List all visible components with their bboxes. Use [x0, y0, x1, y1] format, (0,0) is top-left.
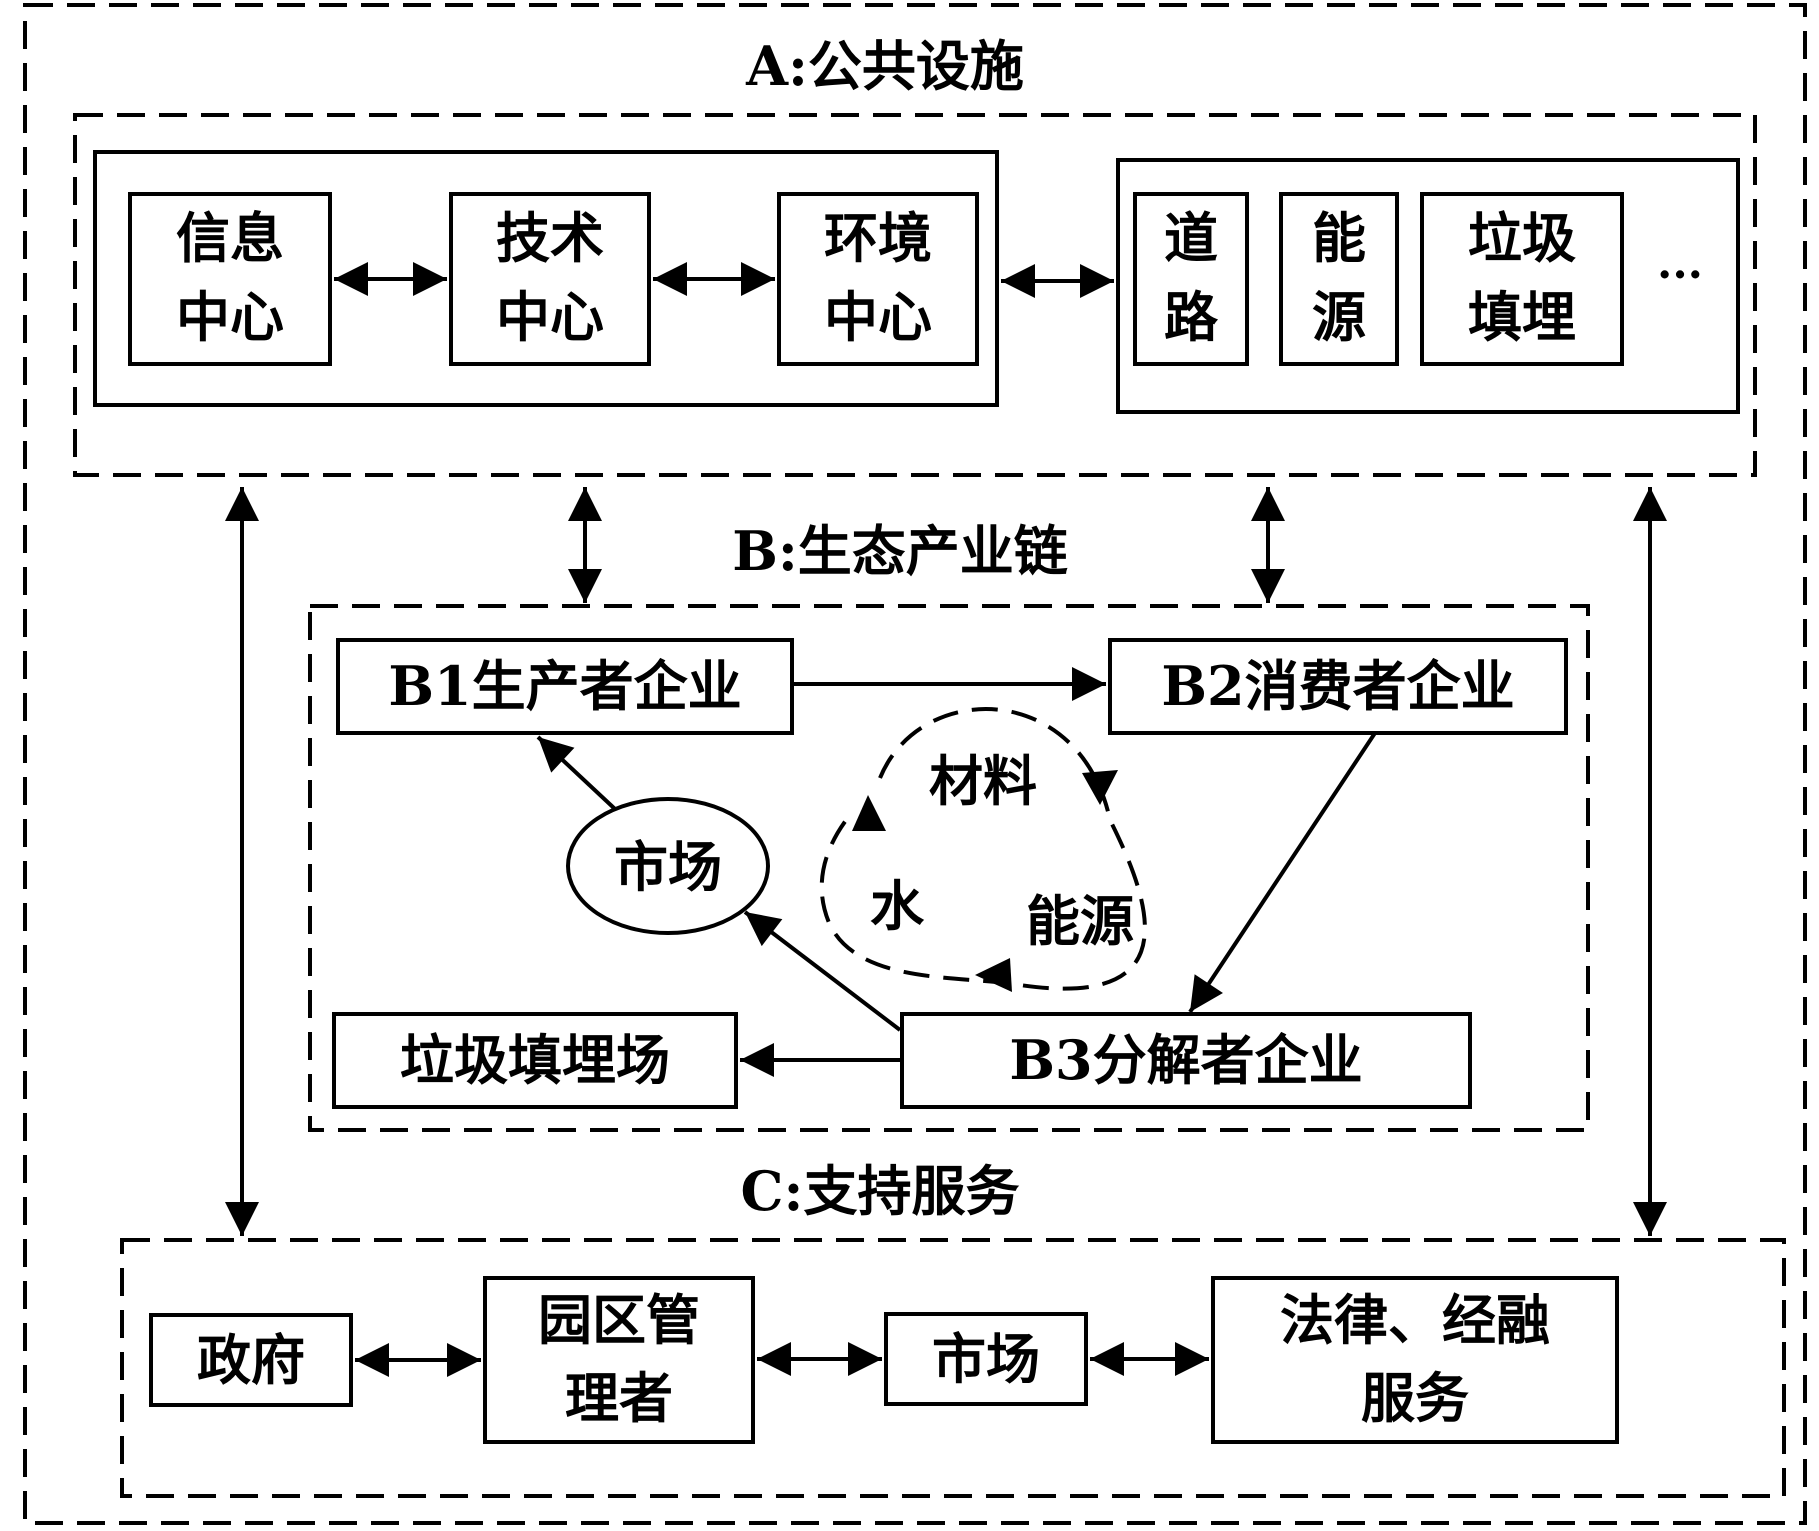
- cycle-arrowhead-water: [852, 795, 886, 831]
- section-b-title: B:生态产业链: [732, 519, 1068, 583]
- road-label-1: 道: [1164, 206, 1218, 270]
- decomposer-label: B3分解者企业: [1009, 1028, 1362, 1092]
- road-box: [1133, 192, 1249, 366]
- legal-finance-label-2: 服务: [1361, 1366, 1469, 1430]
- government-box: [149, 1313, 353, 1407]
- market-service-box: [884, 1312, 1088, 1406]
- park-manager-box: [483, 1276, 755, 1444]
- info-center-label-1: 信息: [176, 206, 284, 270]
- tech-center-box: [449, 192, 651, 366]
- landfill-site-label: 垃圾填埋场: [400, 1028, 670, 1092]
- info-center-label-2: 中心: [176, 285, 284, 349]
- market-ellipse: [566, 797, 770, 935]
- env-center-label-1: 环境: [824, 206, 932, 270]
- landfill-label-2: 填埋: [1468, 285, 1576, 349]
- legal-finance-box: [1211, 1276, 1619, 1444]
- env-center-box: [777, 192, 979, 366]
- consumer-box: [1108, 638, 1568, 735]
- market-label: 市场: [614, 835, 722, 899]
- section-a-title: A:公共设施: [745, 34, 1024, 98]
- energy-box: [1279, 192, 1399, 366]
- decomposer-box: [900, 1012, 1472, 1109]
- energy-label-2: 源: [1312, 285, 1366, 349]
- legal-finance-label-1: 法律、经融: [1280, 1288, 1550, 1352]
- energy-label-1: 能: [1312, 206, 1366, 270]
- resource-cycle-loop: [819, 707, 1147, 991]
- cycle-materials-label: 材料: [929, 749, 1037, 813]
- cycle-water-label: 水: [870, 874, 925, 938]
- landfill-label-1: 垃圾: [1468, 206, 1576, 270]
- cycle-arrowhead-materials: [1082, 770, 1118, 805]
- more-items-ellipsis: ...: [1657, 238, 1703, 289]
- section-b-frame: [308, 604, 1590, 1132]
- cycle-arrowhead-energy: [975, 958, 1012, 992]
- park-manager-label-2: 理者: [565, 1366, 673, 1430]
- tech-center-label-2: 中心: [496, 285, 604, 349]
- consumer-label: B2消费者企业: [1161, 654, 1514, 718]
- tech-center-label-1: 技术: [496, 206, 604, 270]
- producer-label: B1生产者企业: [388, 654, 741, 718]
- section-a-frame: [73, 113, 1757, 477]
- section-c-frame: [120, 1238, 1786, 1498]
- landfill-site-box: [332, 1012, 738, 1109]
- section-c-title: C:支持服务: [741, 1159, 1020, 1223]
- producer-box: [336, 638, 794, 735]
- market-service-label: 市场: [932, 1327, 1040, 1391]
- arrow-market-producer: [536, 735, 617, 811]
- env-center-label-2: 中心: [824, 285, 932, 349]
- arrow-decomposer-market: [743, 910, 902, 1032]
- park-manager-label-1: 园区管: [538, 1288, 700, 1352]
- landfill-box: [1420, 192, 1624, 366]
- road-label-2: 路: [1164, 285, 1219, 349]
- government-label: 政府: [197, 1328, 305, 1392]
- outer-frame: [23, 3, 1807, 1525]
- info-center-box: [128, 192, 332, 366]
- cycle-energy-label: 能源: [1026, 889, 1134, 953]
- arrow-consumer-decomposer: [1188, 731, 1377, 1014]
